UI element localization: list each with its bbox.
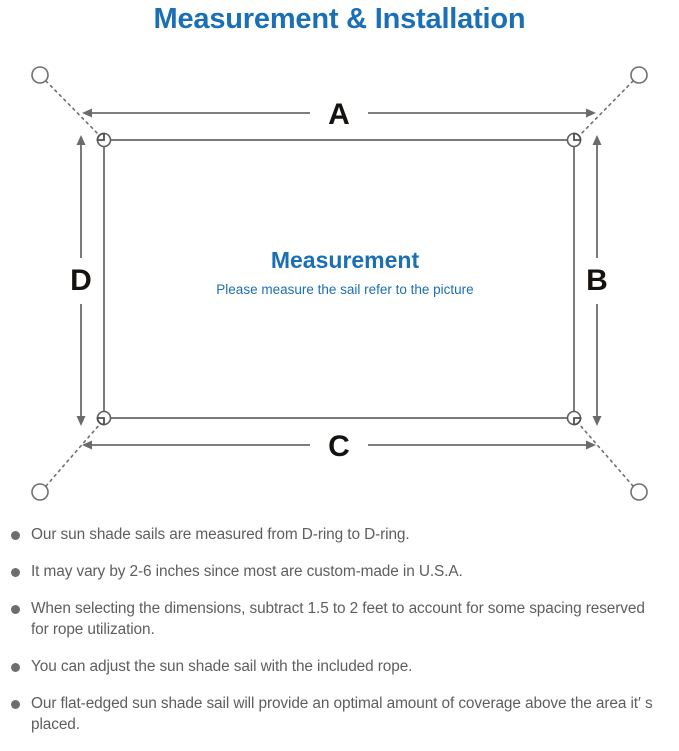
list-item: Our flat-edged sun shade sail will provi… <box>0 693 679 735</box>
d-ring-cap-top-left <box>96 132 105 141</box>
list-item: When selecting the dimensions, subtract … <box>0 598 679 640</box>
list-item: It may vary by 2-6 inches since most are… <box>0 561 679 582</box>
diagram-center-subtitle: Please measure the sail refer to the pic… <box>216 282 473 297</box>
list-item-text: When selecting the dimensions, subtract … <box>31 600 645 638</box>
list-item-text: It may vary by 2-6 inches since most are… <box>31 563 463 580</box>
rope-bottom-right <box>578 423 634 487</box>
list-item-text: Our sun shade sails are measured from D-… <box>31 526 410 543</box>
bullet-icon <box>11 568 20 577</box>
rope-lines <box>45 80 634 487</box>
bullet-icon <box>11 605 20 614</box>
d-ring-cap-bottom-right <box>573 417 582 426</box>
list-item: Our sun shade sails are measured from D-… <box>0 524 679 545</box>
d-ring-cap-bottom-left <box>96 417 105 426</box>
d-ring-cap-top-right <box>573 132 582 141</box>
anchor-post-top-right-icon <box>630 66 648 84</box>
list-item-text: You can adjust the sun shade sail with t… <box>31 658 413 675</box>
anchor-post-bottom-left-icon <box>31 483 49 501</box>
measurement-diagram: A C D B Measurement Please measure the s… <box>0 46 679 516</box>
bullet-icon <box>11 531 20 540</box>
anchor-post-top-left-icon <box>31 66 49 84</box>
d-ring-caps <box>96 132 582 426</box>
anchor-rings <box>31 66 648 501</box>
rope-top-right <box>578 80 634 137</box>
anchor-post-bottom-right-icon <box>630 483 648 501</box>
rope-top-left <box>45 80 101 137</box>
dimension-a-label: A <box>328 98 350 131</box>
dimension-b-label: B <box>586 264 608 297</box>
d-rings <box>96 132 582 426</box>
list-item: You can adjust the sun shade sail with t… <box>0 656 679 677</box>
diagram-center-title: Measurement <box>271 247 420 273</box>
sail-rectangle <box>103 139 575 419</box>
bullet-icon <box>11 663 20 672</box>
bullet-icon <box>11 700 20 709</box>
dimension-d-label: D <box>70 264 92 297</box>
dimension-c-label: C <box>328 430 350 463</box>
list-item-text: Our flat-edged sun shade sail will provi… <box>31 695 653 733</box>
page-title: Measurement & Installation <box>153 3 526 35</box>
notes-list: Our sun shade sails are measured from D-… <box>0 524 679 751</box>
rope-bottom-left <box>45 423 101 487</box>
